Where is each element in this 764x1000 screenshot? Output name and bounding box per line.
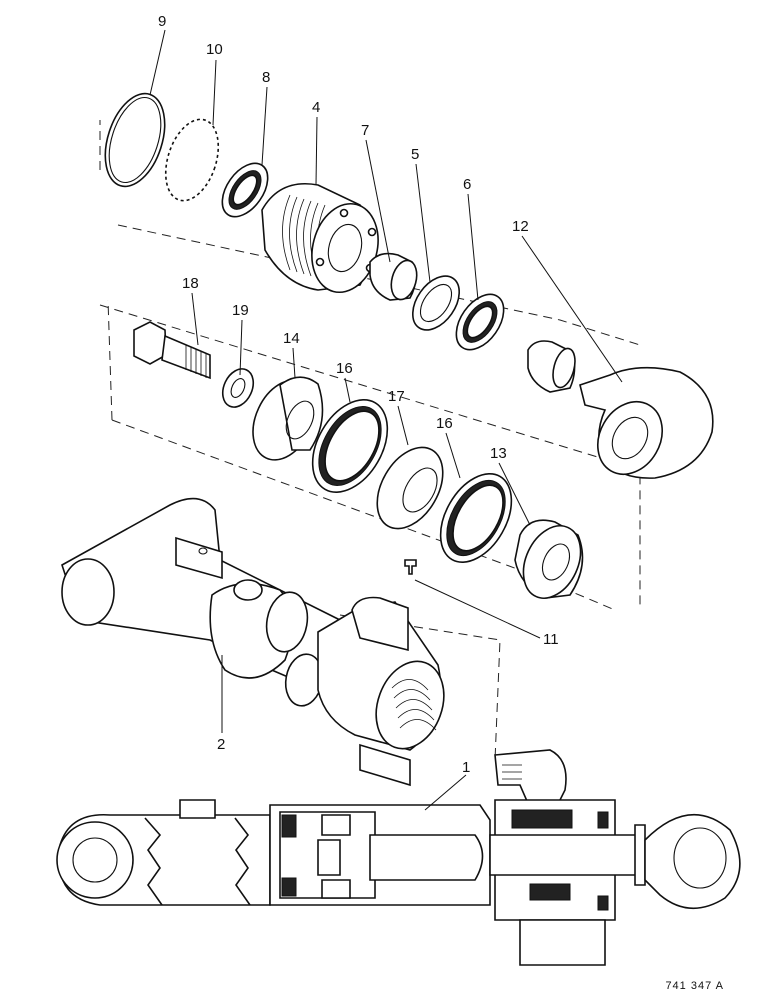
piston-seal-part-16-left (311, 399, 389, 493)
piston-seal-part-16-right (439, 473, 513, 563)
piston-part-17 (376, 446, 444, 530)
callout-13: 13 (490, 445, 507, 462)
assembled-cylinder-part-1 (56, 749, 741, 966)
seal-part-5 (411, 275, 461, 331)
cylinder-barrel-part-2 (61, 497, 445, 787)
callout-16-left: 16 (336, 360, 353, 377)
bolt-part-18 (133, 321, 211, 380)
piston-part-14 (252, 376, 324, 461)
callout-18: 18 (182, 275, 199, 292)
callout-11: 11 (543, 631, 559, 648)
gland-part-4 (261, 183, 379, 294)
callout-17: 17 (388, 388, 405, 405)
callout-4: 4 (312, 99, 320, 116)
washer-part-10 (164, 118, 220, 202)
seal-part-6 (455, 293, 505, 351)
callout-6: 6 (463, 176, 471, 193)
callout-10: 10 (206, 41, 223, 58)
callout-16-right: 16 (436, 415, 453, 432)
washer-part-19 (221, 368, 255, 408)
piston-head-part-13 (514, 519, 584, 599)
snap-ring-part-9 (104, 92, 166, 188)
callout-7: 7 (361, 122, 369, 139)
bushing-part-7 (369, 252, 418, 301)
drawing-reference-code: 741 347 A (665, 980, 724, 992)
wiper-seal-part-8 (221, 162, 269, 218)
callout-1: 1 (462, 759, 470, 776)
leader-lines (149, 29, 623, 811)
callout-14: 14 (283, 330, 300, 347)
upper-group-outline (99, 120, 641, 611)
callout-19: 19 (232, 302, 249, 319)
grease-screw-part-11 (404, 559, 417, 575)
callout-8: 8 (262, 69, 270, 86)
rod-eye-part-12 (527, 340, 714, 479)
callout-12: 12 (512, 218, 529, 235)
callout-2: 2 (217, 736, 225, 753)
callout-9: 9 (158, 13, 166, 30)
callout-5: 5 (411, 146, 419, 163)
callout-labels: 9 10 8 4 7 5 6 12 18 19 14 16 17 16 13 1… (158, 13, 559, 776)
